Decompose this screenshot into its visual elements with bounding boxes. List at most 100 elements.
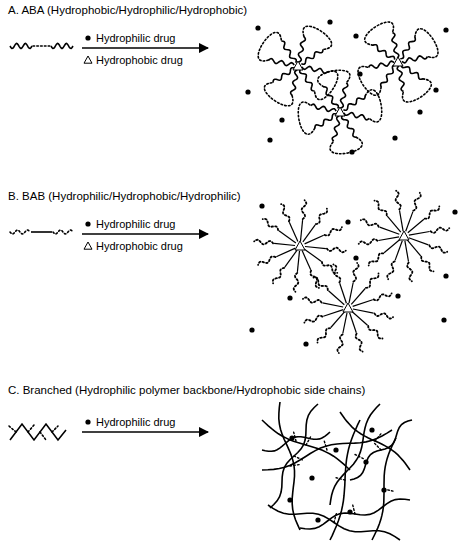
hydrophobic-block: [384, 239, 400, 253]
hydrophilic-drug: [363, 459, 368, 464]
hydrophobic-block: [400, 37, 415, 59]
hydrophilic-block: [258, 256, 275, 265]
hydrophilic-drug: [245, 89, 250, 94]
hydrophilic-drug: [417, 109, 422, 114]
hydrophobic-block: [281, 41, 296, 63]
hydrophilic-block: [359, 239, 378, 244]
hydrophilic-block: [263, 219, 278, 230]
hydrophobic-block: [344, 113, 369, 120]
hydrophilic-drug: [381, 487, 386, 492]
hydrophilic-drug: [287, 497, 292, 502]
side-chain: [40, 432, 46, 440]
hydrophobic-block: [276, 248, 295, 257]
hydrophobic-block: [323, 303, 344, 307]
hydrophilic-block: [403, 79, 432, 102]
hydrophobic-block: [349, 283, 353, 304]
hydrophilic-drug: [85, 35, 90, 40]
hydrophilic-drug: [369, 427, 374, 432]
hydrophobic-block: [380, 227, 400, 234]
hydrophobic-block: [305, 247, 326, 249]
hydrophobic-block: [409, 238, 429, 245]
hydrophobic-block: [340, 283, 347, 303]
hydrophilic-loop: [264, 83, 293, 106]
hydrophobic-block: [369, 61, 395, 68]
hydrophilic-drug: [347, 509, 352, 514]
side-chain: [334, 512, 337, 523]
hydrophilic-drug: [392, 135, 397, 140]
hydrophobic-block: [331, 312, 345, 328]
side-chain: [52, 426, 58, 432]
process-arrow: [82, 47, 208, 49]
hydrophobic-block: [402, 56, 428, 63]
hydrophilic-drug: [249, 327, 254, 332]
hydrophilic-block: [310, 271, 319, 288]
hydrophilic-drug: [303, 341, 308, 346]
hydrophilic-drug: [289, 435, 294, 440]
hydrophobic-block: [341, 83, 348, 108]
hydrophobic-block: [274, 243, 295, 245]
hydrophilic-block: [325, 227, 342, 236]
hydrophobic-block: [401, 64, 423, 79]
hydrophilic-drug: [349, 149, 354, 154]
hydrophobic-drug: [84, 242, 92, 249]
hydrophobic-drug: [84, 56, 92, 63]
hydrophilic-block: [33, 45, 50, 47]
hydrophilic-drug: [315, 517, 320, 522]
hydrophobic-block: [378, 237, 399, 241]
side-chain: [355, 455, 365, 460]
hydrophilic-block: [273, 268, 284, 283]
process-arrow: [82, 233, 208, 235]
hydrophilic-block: [314, 278, 328, 291]
hydrophobic-block: [405, 241, 409, 262]
hydrophilic-block: [387, 261, 394, 279]
hydrophobic-block: [392, 33, 399, 59]
hydrophilic-block: [431, 228, 450, 233]
hydrophilic-block: [303, 298, 322, 303]
hydrophilic-block: [407, 263, 412, 282]
hydrophilic-drug: [279, 117, 284, 122]
drug-label: Hydrophobic drug: [96, 54, 183, 67]
hydrophobic-block: [381, 65, 396, 87]
hydrophilic-drug: [443, 273, 448, 278]
hydrophobic-block: [400, 210, 404, 231]
hydrophilic-block: [425, 207, 440, 219]
hydrophilic-block: [429, 245, 447, 252]
hydrophobic-block: [352, 311, 368, 325]
hydrophobic-block: [315, 114, 337, 129]
side-chain: [373, 442, 381, 450]
hydrophilic-drug: [441, 317, 446, 322]
hydrophobic-block: [323, 310, 343, 317]
hydrophilic-block: [375, 313, 394, 318]
drug-label: Hydrophilic drug: [96, 416, 175, 429]
polymer-backbone: [330, 404, 380, 505]
panel-title: B. BAB (Hydrophilic/Hydrophobic/Hydrophi…: [8, 190, 241, 203]
side-chain: [306, 435, 311, 445]
hydrophilic-drug: [259, 203, 264, 208]
hydrophobic-block: [51, 44, 73, 49]
hydrophobic-block: [407, 240, 421, 256]
hydrophobic-block: [343, 313, 347, 334]
hydrophilic-block: [374, 293, 392, 300]
hydrophobic-block: [329, 291, 345, 305]
hydrophilic-block: [338, 335, 343, 354]
hydrophobic-block: [351, 289, 365, 305]
hydrophilic-block: [254, 240, 273, 245]
hydrophilic-block: [361, 219, 379, 226]
hydrophilic-drug: [333, 447, 338, 452]
hydrophilic-drug: [85, 221, 90, 226]
panel-title: C. Branched (Hydrophilic polymer backbon…: [8, 384, 365, 397]
hydrophobic-block: [343, 96, 365, 111]
hydrophilic-block: [353, 263, 358, 282]
hydrophilic-block: [421, 257, 433, 272]
hydrophobic-block: [289, 222, 298, 241]
hydrophilic-drug: [433, 87, 438, 92]
hydrophilic-drug: [345, 219, 350, 224]
hydrophilic-block: [316, 209, 327, 224]
hydrophobic-drug: [295, 241, 305, 250]
hydrophobic-block: [297, 251, 299, 272]
hydrophobic-block: [406, 212, 413, 232]
hydrophilic-drug: [395, 293, 400, 298]
polymer-backbone: [330, 420, 360, 540]
hydrophobic-drug: [399, 231, 409, 240]
